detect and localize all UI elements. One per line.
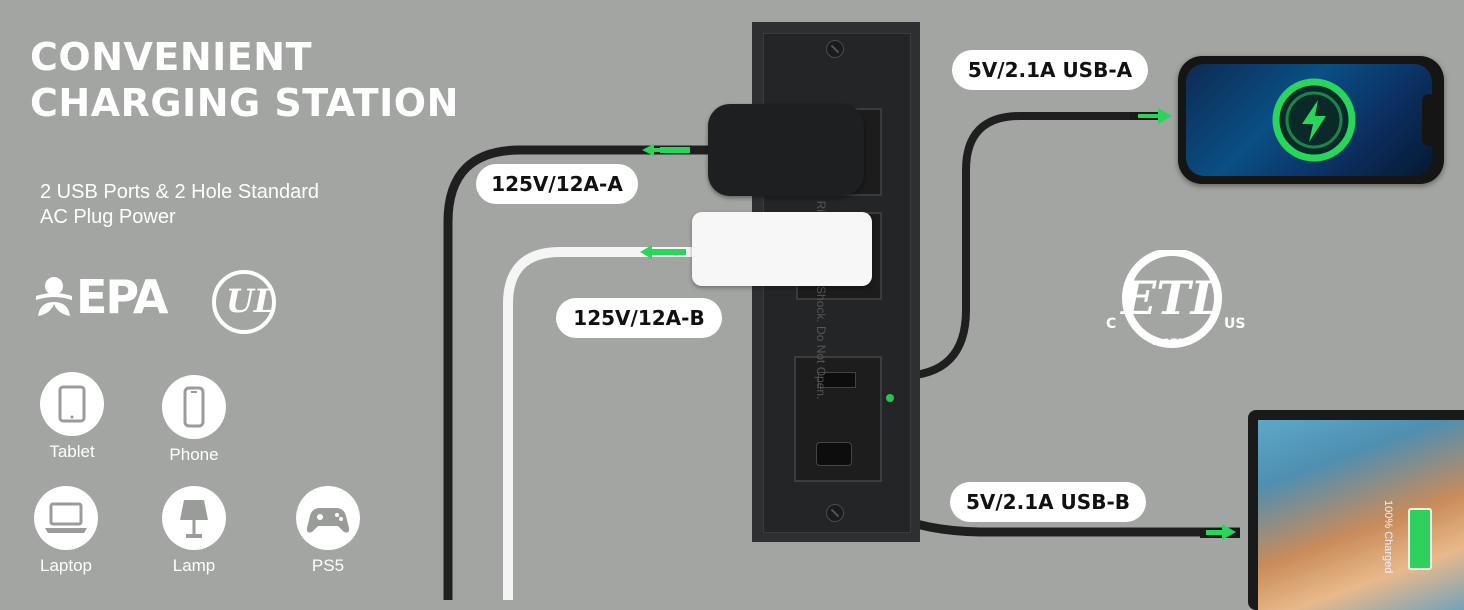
headline-line-1: CONVENIENT	[30, 35, 312, 79]
top-screw-icon	[826, 40, 844, 58]
subtitle-line-1: 2 USB Ports & 2 Hole Standard	[40, 181, 320, 203]
laptop-charged-text: 100% Charged	[1382, 500, 1394, 574]
usb-module	[794, 356, 882, 482]
epa-flower-icon	[36, 277, 72, 316]
tablet-icon	[58, 385, 86, 423]
callout-ac-a: 125V/12A-A	[476, 164, 638, 204]
lamp-icon	[180, 500, 208, 538]
phone-notch	[1422, 94, 1436, 146]
laptop-icon	[45, 502, 87, 533]
callout-ac-b: 125V/12A-B	[556, 298, 722, 338]
arrow-ac-a-icon	[642, 144, 690, 156]
phone-device	[1178, 56, 1444, 184]
svg-text:ETL: ETL	[1119, 271, 1223, 325]
laptop-device: 100% Charged	[1248, 410, 1464, 610]
etl-us-text: US	[1224, 316, 1246, 332]
bottom-screw-icon	[826, 504, 844, 522]
subtitle-line-2: AC Plug Power	[40, 206, 176, 228]
device-label-tablet: Tablet	[49, 442, 95, 461]
usb-a-port	[818, 372, 856, 388]
device-laptop: Laptop	[34, 486, 98, 575]
headline-line-2: CHARGING STATION	[30, 81, 459, 125]
charging-ring-icon	[1272, 78, 1356, 162]
device-label-laptop: Laptop	[40, 556, 92, 575]
gamepad-icon	[306, 508, 350, 533]
phone-screen	[1186, 64, 1432, 176]
callout-usb-b: 5V/2.1A USB-B	[950, 482, 1146, 522]
device-label-lamp: Lamp	[172, 556, 216, 575]
etl-mark-icon: ETL	[1119, 250, 1223, 348]
epa-text: EPA	[76, 270, 169, 324]
ul-text: UL	[226, 282, 277, 320]
arrow-ac-b-icon	[640, 245, 686, 259]
subtitle: 2 USB Ports & 2 Hole Standard AC Plug Po…	[40, 180, 319, 230]
arrow-usb-b-icon	[1200, 524, 1240, 540]
etl-listed-text: LISTED	[1152, 338, 1194, 348]
device-tablet: Tablet	[40, 372, 104, 461]
white-ac-adapter	[692, 212, 872, 286]
headline: CONVENIENT CHARGING STATION	[30, 34, 459, 126]
etl-listed-logo: ETL C US LISTED	[1104, 250, 1254, 350]
arrow-usb-a-icon	[1130, 108, 1172, 124]
power-indicator-led	[886, 394, 894, 402]
black-ac-adapter	[708, 104, 864, 196]
device-ps5: PS5	[296, 486, 360, 575]
device-phone: Phone	[162, 375, 226, 464]
etl-c-text: C	[1106, 316, 1117, 332]
battery-icon	[1408, 508, 1432, 570]
usb-b-port	[816, 442, 852, 466]
callout-usb-a: 5V/2.1A USB-A	[952, 50, 1148, 90]
device-lamp: Lamp	[162, 486, 226, 575]
device-label-phone: Phone	[169, 445, 219, 464]
ul-logo: UL	[212, 270, 276, 334]
laptop-screen: 100% Charged	[1258, 420, 1464, 610]
device-label-ps5: PS5	[311, 556, 345, 575]
phone-icon	[183, 386, 205, 428]
